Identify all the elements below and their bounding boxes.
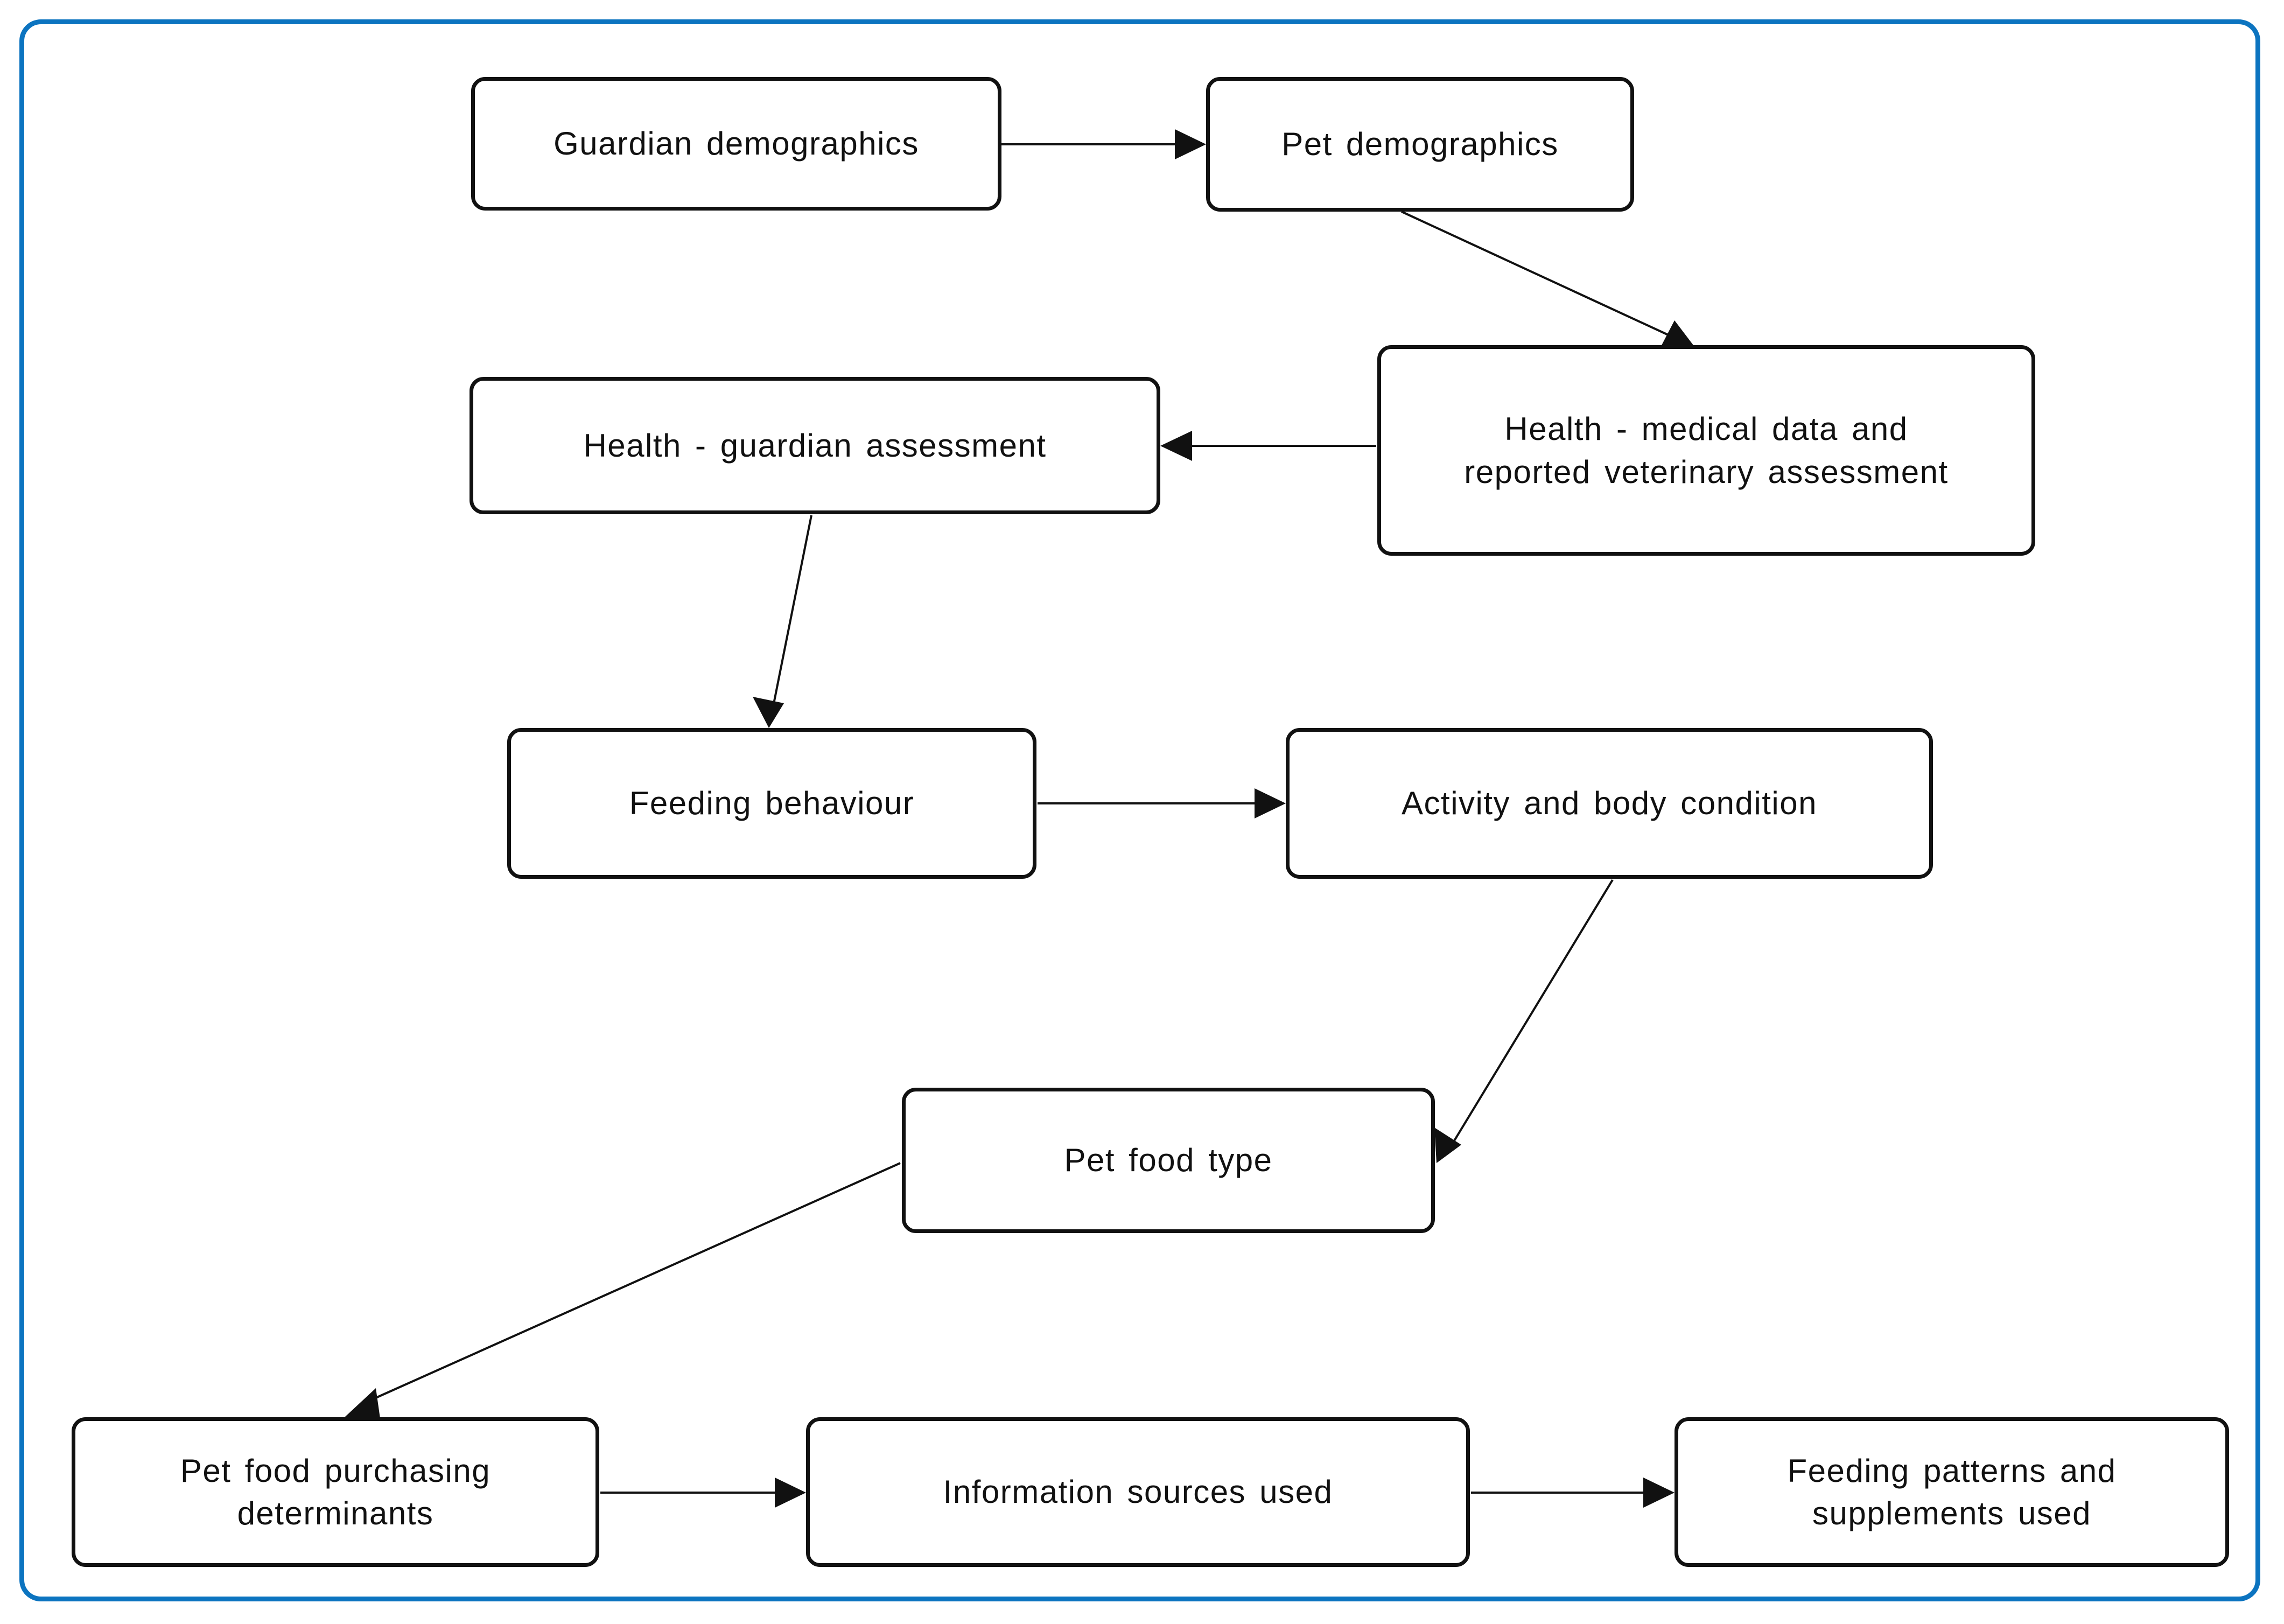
node-activity-and-body-condition[interactable]: Activity and body condition bbox=[1286, 728, 1933, 879]
edge-guardian-to-pet-demographics-arrowhead-icon bbox=[1175, 129, 1206, 159]
edge-feeding-behaviour-to-activity-arrowhead-icon bbox=[1255, 788, 1286, 818]
node-label: Pet demographics bbox=[1281, 126, 1559, 163]
edge-pet-demographics-to-health-medical-arrowhead-icon bbox=[1661, 320, 1695, 347]
edge-information-sources-to-feeding-patterns-arrowhead-icon bbox=[1643, 1478, 1675, 1508]
node-information-sources-used[interactable]: Information sources used bbox=[806, 1417, 1470, 1567]
node-pet-food-purchasing-determinants[interactable]: Pet food purchasing determinants bbox=[72, 1417, 599, 1567]
node-label: Information sources used bbox=[943, 1474, 1333, 1510]
edge-health-guardian-to-feeding-behaviour-line bbox=[771, 515, 812, 712]
node-label: Feeding behaviour bbox=[629, 785, 915, 822]
edge-pet-food-type-to-purchasing-determinants-arrowhead-icon bbox=[345, 1388, 380, 1418]
node-pet-food-type[interactable]: Pet food type bbox=[902, 1088, 1435, 1233]
edge-activity-to-pet-food-type-line bbox=[1453, 879, 1614, 1143]
node-feeding-patterns-and-supplements[interactable]: Feeding patterns and supplements used bbox=[1675, 1417, 2229, 1567]
edge-pet-demographics-to-health-medical-line bbox=[1401, 211, 1680, 341]
node-guardian-demographics[interactable]: Guardian demographics bbox=[471, 77, 1001, 211]
node-label: Guardian demographics bbox=[554, 125, 919, 162]
node-label: Feeding patterns and supplements used bbox=[1787, 1452, 2117, 1531]
node-label: Activity and body condition bbox=[1402, 785, 1817, 822]
node-label: Health - medical data and reported veter… bbox=[1464, 411, 1949, 490]
edge-health-guardian-to-feeding-behaviour-arrowhead-icon bbox=[753, 697, 784, 728]
edge-purchasing-determinants-to-information-sources-arrowhead-icon bbox=[775, 1478, 806, 1508]
edge-activity-to-pet-food-type-arrowhead-icon bbox=[1434, 1128, 1461, 1163]
node-health-medical-data[interactable]: Health - medical data and reported veter… bbox=[1377, 345, 2035, 556]
edge-health-medical-to-health-guardian-arrowhead-icon bbox=[1160, 431, 1192, 461]
node-label: Pet food type bbox=[1064, 1142, 1273, 1179]
node-feeding-behaviour[interactable]: Feeding behaviour bbox=[507, 728, 1036, 879]
node-pet-demographics[interactable]: Pet demographics bbox=[1206, 77, 1634, 212]
edge-pet-food-type-to-purchasing-determinants-line bbox=[366, 1162, 901, 1403]
node-label: Health - guardian assessment bbox=[583, 427, 1047, 464]
node-health-guardian-assessment[interactable]: Health - guardian assessment bbox=[470, 377, 1160, 514]
node-label: Pet food purchasing determinants bbox=[180, 1452, 491, 1531]
